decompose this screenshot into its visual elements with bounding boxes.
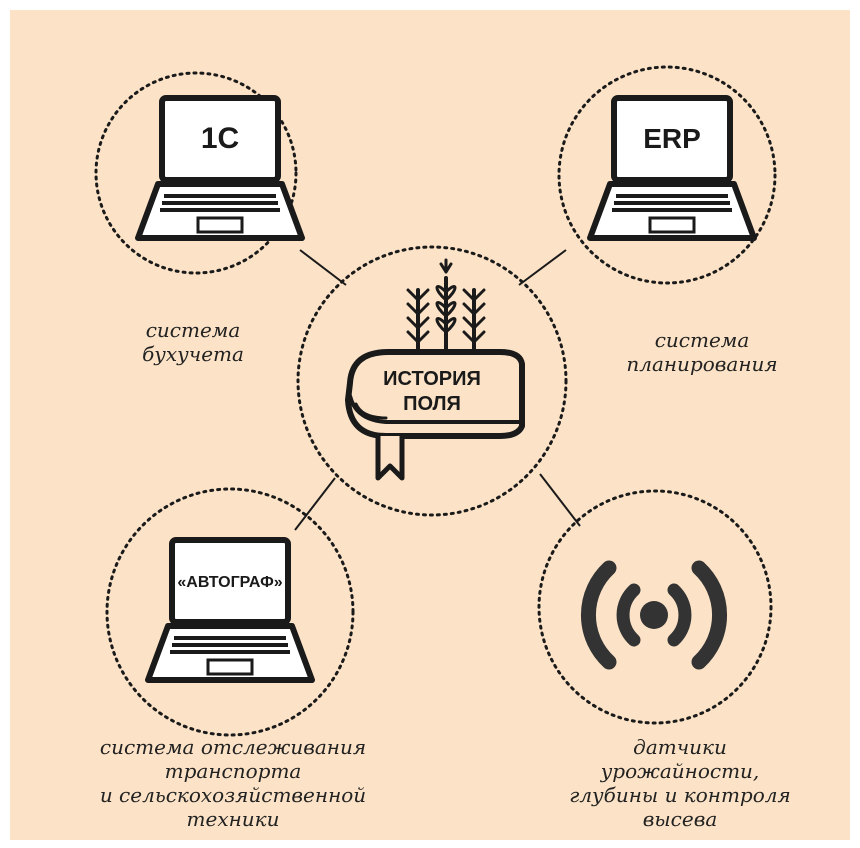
caption-tracking-line1: система отслеживания [99,735,367,759]
caption-tracking-line3: и сельскохозяйственной [99,783,367,807]
caption-accounting-line2: бухучета [142,342,244,366]
caption-tracking: система отслеживания транспорта и сельск… [78,735,388,831]
caption-tracking-line2: транспорта [164,759,302,783]
caption-accounting: система бухучета [128,318,258,366]
laptop-icon-planning [590,98,754,238]
center-title-line2: ПОЛЯ [403,393,461,415]
screen-label-planning: ERP [643,123,701,154]
caption-sensors-line2: урожайности, [600,759,760,783]
connector-tracking [294,477,336,531]
node-circle-planning [557,65,777,285]
caption-sensors-line4: высева [642,807,718,831]
node-circle-center [296,245,568,517]
connector-accounting [299,249,347,286]
caption-sensors: датчики урожайности, глубины и контроля … [560,735,800,831]
laptop-icon-accounting [138,98,302,238]
node-circle-accounting [94,71,298,275]
caption-sensors-line3: глубины и контроля [569,783,791,807]
connector-planning [518,249,567,286]
caption-planning-line1: система [654,328,750,352]
node-circle-sensors [537,489,773,725]
center-title-line1: ИСТОРИЯ [383,368,481,390]
caption-planning: система планирования [612,328,792,376]
caption-tracking-line4: техники [186,807,280,831]
screen-label-tracking: «АВТОГРАФ» [177,574,282,591]
book-with-wheat-icon [345,258,525,481]
caption-accounting-line1: система [145,318,241,342]
screen-label-accounting: 1С [201,122,239,155]
node-circle-tracking [105,487,355,737]
connector-sensors [539,473,581,527]
laptop-icon-tracking [148,540,312,680]
caption-planning-line2: планирования [626,352,778,376]
connectors [294,249,581,531]
caption-sensors-line1: датчики [633,735,727,759]
wireless-signal-icon [580,560,728,670]
